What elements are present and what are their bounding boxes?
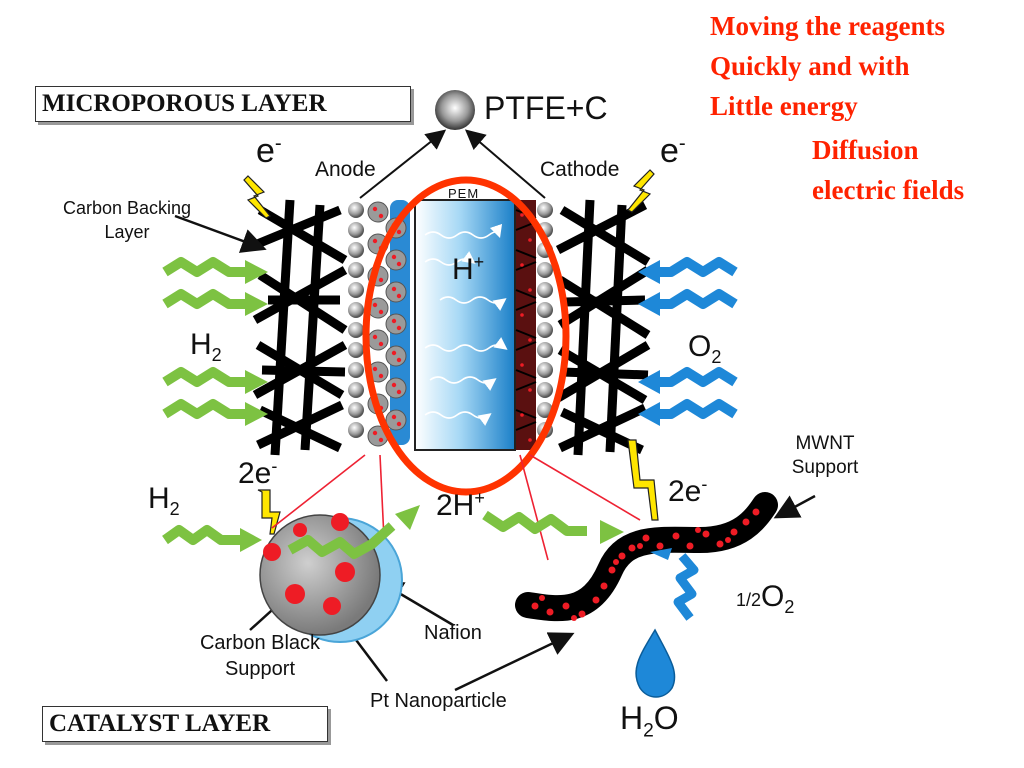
h2-flow-arrows-left: [162, 257, 249, 419]
pt-nanoparticles-mwnt: [531, 508, 760, 621]
electron-top-right-label: e-: [660, 132, 686, 170]
note-electric-fields: electric fields: [812, 175, 965, 205]
highlight-ellipse: [362, 176, 570, 496]
h2o-label: H2O: [620, 700, 679, 742]
carbon-backing-layer-left: [252, 199, 348, 456]
water-drop-icon: [635, 628, 676, 698]
h2-bottom-label: H2: [148, 482, 180, 519]
carbon-backing-layer-right: [555, 199, 651, 456]
two-h-plus-label: 2H+: [436, 488, 485, 522]
ptfe-c-particle: [435, 90, 475, 130]
catalyst-layer-label: CATALYST LAYER: [42, 706, 328, 742]
o2-flow-arrows-right: [655, 257, 738, 419]
pt-nanoparticles-carbon: [263, 513, 355, 615]
note-moving-reagents: Moving the reagents: [710, 11, 945, 41]
carbon-backing-layer-label: Carbon Backing Layer: [62, 198, 192, 242]
microporous-beads-left: [348, 202, 364, 438]
h-plus-label: H+: [452, 252, 485, 286]
ptfe-c-label: PTFE+C: [484, 90, 608, 126]
cathode-label: Cathode: [540, 158, 620, 181]
note-diffusion: Diffusion: [812, 135, 919, 165]
two-electrons-left-label: 2e-: [238, 456, 278, 490]
nafion-label: Nafion: [424, 622, 482, 644]
mwnt-support-label: MWNT Support: [791, 433, 859, 478]
proton-flow-arrows: [424, 223, 508, 426]
half-o2-label: 1/2O2: [736, 580, 795, 617]
carbon-black-support-label: Carbon Black Support: [199, 632, 321, 680]
anode-label: Anode: [315, 158, 376, 181]
mwnt-support-tube: [515, 492, 778, 622]
electron-top-left-label: e-: [256, 132, 282, 170]
pem-label: PEM: [448, 186, 480, 201]
pt-nanoparticle-label: Pt Nanoparticle: [370, 690, 507, 712]
pem-membrane: [414, 199, 516, 451]
note-quickly: Quickly and with: [710, 51, 910, 81]
microporous-layer-label: MICROPOROUS LAYER: [35, 86, 411, 122]
half-o2-arrow: [673, 553, 699, 621]
two-electrons-right-label: 2e-: [668, 474, 708, 508]
electron-bolts: [243, 169, 659, 535]
cathode-catalyst-layer: [515, 200, 537, 450]
h2-left-label: H2: [190, 328, 222, 365]
h2-flow-arrow-bottom: [162, 510, 587, 559]
o2-right-label: O2: [688, 330, 722, 367]
note-little-energy: Little energy: [710, 91, 858, 121]
